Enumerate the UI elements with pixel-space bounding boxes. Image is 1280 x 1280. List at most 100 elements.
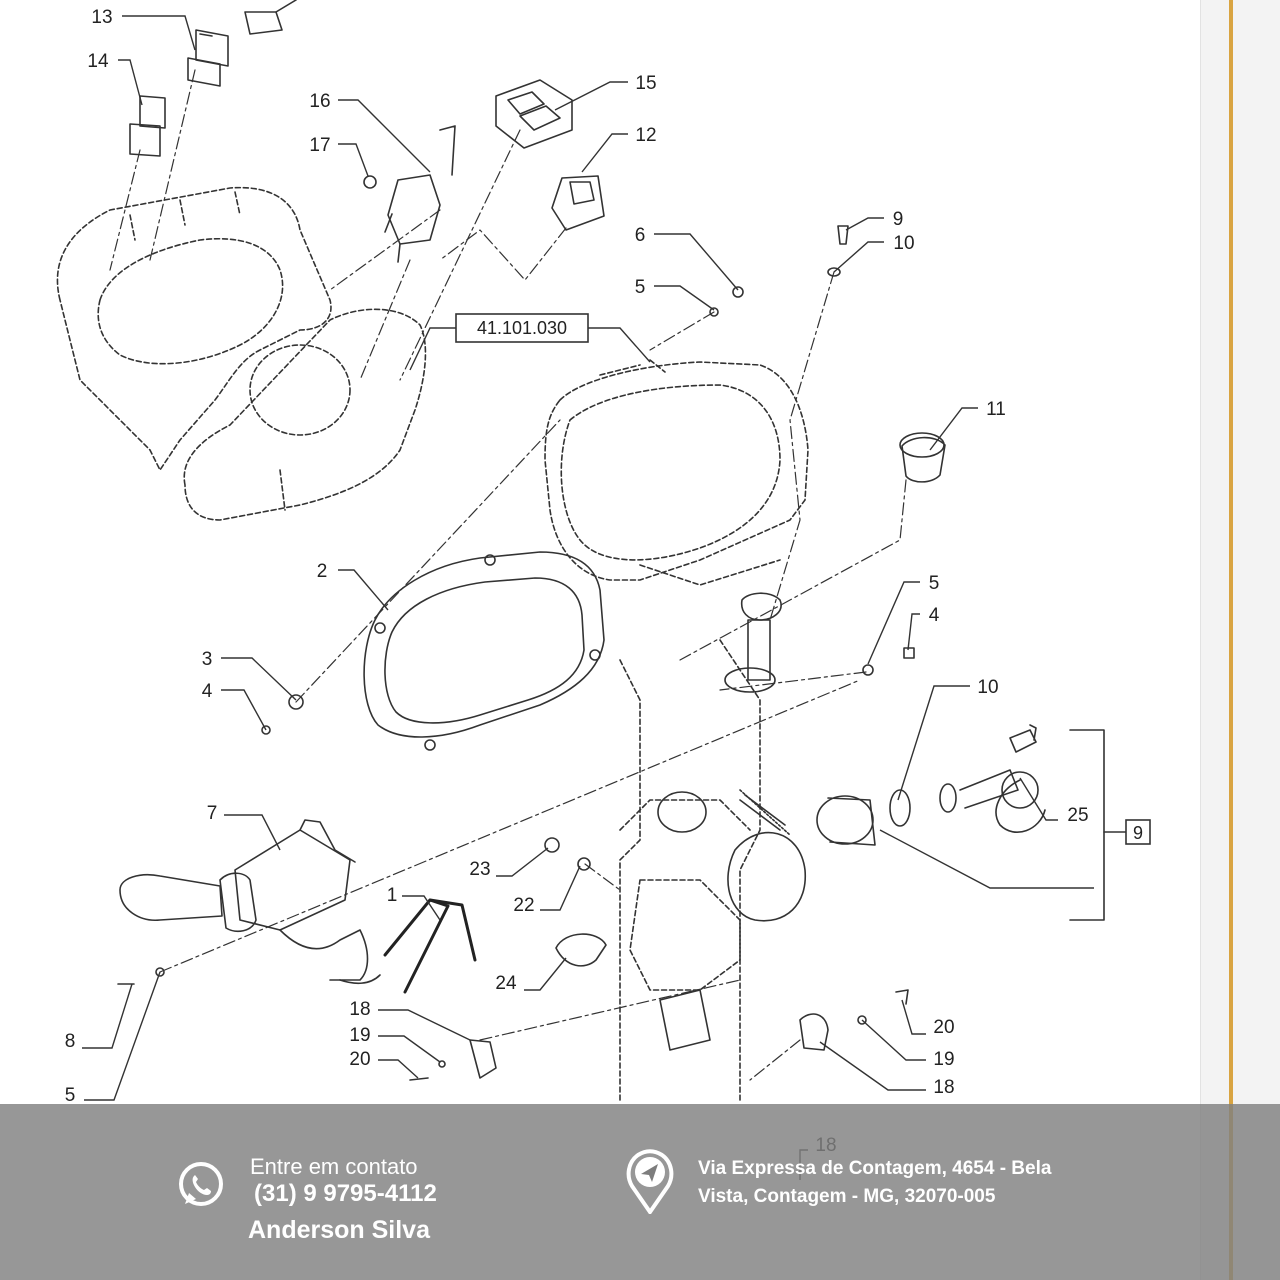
- callout-layer: 1314161715126591011234541025712322248518…: [65, 7, 1089, 1180]
- callout-leader: [907, 613, 920, 651]
- contact-banner: [0, 1104, 1280, 1280]
- contact-name: Anderson Silva: [248, 1216, 430, 1244]
- callout-c4a: 4: [202, 681, 267, 731]
- callout-leader: [554, 81, 628, 111]
- callout-number: 5: [65, 1085, 76, 1106]
- group-label: 9: [1133, 823, 1143, 843]
- callout-c5a: 5: [635, 277, 715, 311]
- contact-label: Entre em contato: [250, 1154, 418, 1179]
- ignition-switch: [727, 724, 1046, 922]
- callout-number: 11: [986, 399, 1006, 420]
- callout-number: 5: [929, 573, 940, 594]
- callout-number: 24: [495, 973, 517, 994]
- callout-number: 4: [929, 605, 940, 626]
- callout-number: 12: [635, 125, 656, 146]
- callout-leader: [901, 999, 926, 1035]
- contact-phone[interactable]: (31) 9 9795-4112: [254, 1180, 437, 1207]
- callout-number: 22: [513, 895, 534, 916]
- callout-number: 5: [635, 277, 646, 298]
- callout-leader: [833, 241, 884, 273]
- callout-leader: [897, 685, 970, 801]
- callout-c2: 2: [317, 561, 389, 611]
- callout-number: 20: [933, 1017, 954, 1038]
- callout-leader: [338, 569, 389, 611]
- callout-c14: 14: [87, 51, 143, 106]
- callout-leader: [1019, 777, 1058, 821]
- group-box: 9: [879, 819, 1151, 889]
- reference-box: 41.101.030: [409, 313, 651, 371]
- callout-number: 19: [933, 1049, 954, 1070]
- callout-number: 3: [202, 649, 213, 670]
- callout-c4b: 4: [907, 605, 940, 651]
- whatsapp-icon[interactable]: [176, 1160, 226, 1210]
- accent-stripe: [1229, 0, 1233, 1280]
- callout-number: 23: [469, 859, 490, 880]
- callout-number: 25: [1067, 805, 1088, 826]
- callout-leader: [378, 1035, 441, 1063]
- callout-c25: 25: [1019, 777, 1089, 826]
- callout-c24: 24: [495, 957, 567, 994]
- callout-leader: [819, 1041, 926, 1091]
- right-dash-cover: [544, 359, 809, 586]
- callout-number: 17: [309, 135, 330, 156]
- callout-leader: [84, 971, 161, 1101]
- callout-c19b: 19: [861, 1019, 955, 1070]
- callout-leader: [224, 814, 281, 851]
- callout-leader: [524, 957, 567, 991]
- callout-number: 6: [635, 225, 646, 246]
- callout-c6: 6: [635, 225, 739, 291]
- callout-number: 1: [387, 885, 398, 906]
- callout-leader: [654, 233, 739, 291]
- callout-c20a: 20: [349, 1049, 419, 1079]
- callout-leader: [867, 581, 920, 665]
- callout-leader: [496, 847, 549, 877]
- callout-leader: [581, 133, 628, 173]
- callout-c17: 17: [309, 135, 369, 177]
- callout-number: 14: [87, 51, 109, 72]
- column-shaft: [657, 592, 782, 1051]
- callout-leader: [845, 217, 884, 231]
- callout-c18a: 18: [349, 999, 471, 1041]
- switch-14: [129, 95, 166, 157]
- multifunction-lever: [119, 819, 381, 985]
- callout-c16: 16: [309, 91, 431, 173]
- callout-leader: [221, 689, 267, 731]
- callout-number: 10: [893, 233, 914, 254]
- control-block-16: [384, 125, 456, 263]
- switch-12: [551, 175, 605, 231]
- reference-label: 41.101.030: [477, 318, 567, 338]
- callout-c13: 13: [91, 7, 196, 51]
- callout-c1: 1: [387, 885, 441, 921]
- callout-number: 4: [202, 681, 213, 702]
- callout-leader: [82, 983, 133, 1049]
- callout-leader: [540, 865, 581, 911]
- callout-number: 15: [635, 73, 656, 94]
- callout-c23: 23: [469, 847, 549, 880]
- callout-c20b: 20: [901, 999, 955, 1038]
- location-pin-icon[interactable]: [624, 1148, 676, 1214]
- callout-leader: [654, 285, 715, 311]
- instrument-frame: [363, 551, 605, 751]
- callout-leader: [402, 895, 441, 921]
- callout-number: 18: [349, 999, 370, 1020]
- callout-number: 19: [349, 1025, 370, 1046]
- cap-11: [899, 432, 946, 483]
- callout-c18b: 18: [819, 1041, 955, 1098]
- callout-leader: [378, 1059, 419, 1079]
- callout-number: 8: [65, 1031, 76, 1052]
- dash-dot-leaders: [109, 69, 907, 1081]
- callout-leader: [118, 59, 143, 106]
- callout-c19a: 19: [349, 1025, 441, 1063]
- callout-c10a: 10: [833, 233, 915, 273]
- callout-number: 7: [207, 803, 218, 824]
- callout-c12: 12: [581, 125, 657, 173]
- page-side-frame: [1200, 0, 1280, 1280]
- address-line-2: Vista, Contagem - MG, 32070-005: [698, 1186, 996, 1207]
- callout-number: 9: [893, 209, 904, 230]
- callout-c10b: 10: [897, 677, 999, 801]
- callout-c7: 7: [207, 803, 281, 851]
- callout-number: 20: [349, 1049, 370, 1070]
- callout-c22: 22: [513, 865, 581, 916]
- screw-17: [363, 175, 377, 189]
